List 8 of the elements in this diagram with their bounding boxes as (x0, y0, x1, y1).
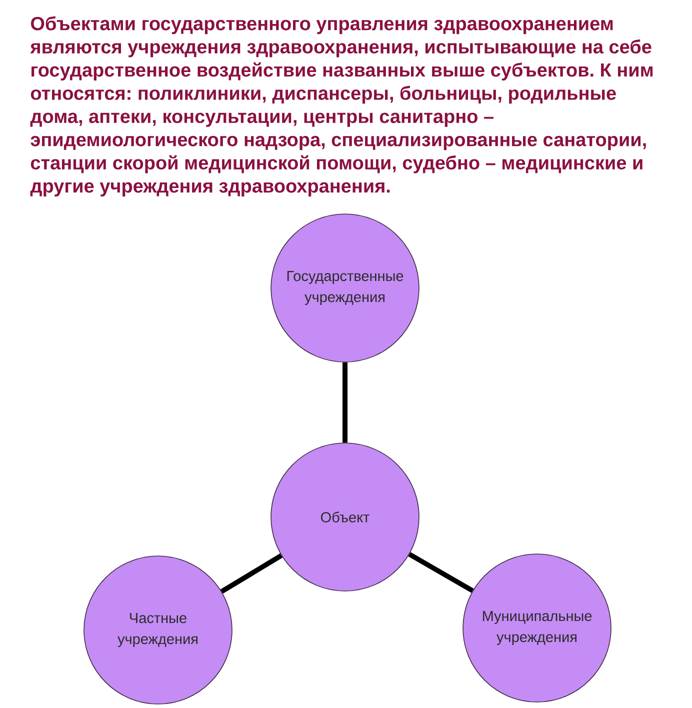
connector-line (342, 362, 348, 443)
connector-line (408, 552, 474, 593)
circle-node: Объект (270, 442, 420, 592)
circle-node: Государственные учреждения (270, 214, 420, 362)
connector-line (220, 553, 283, 594)
circle-node: Муниципальные учреждения (462, 554, 612, 702)
circle-node: Частные учреждения (84, 556, 232, 704)
paragraph: Объектами государственного управления здравоохранением являются учреждения здравоохранения, испытывающие на себе государственное воздействие названных выше субъектов. К ним относятся: поликлиники, диспансеры, больницы, родильные дома, аптеки, консультации, центры санитарно – эпидемиологического надзора, специализированные санатории, станции скорой медицинской помощи, судебно – медицинские и другие учреждения здравоохранения. (30, 16, 653, 196)
